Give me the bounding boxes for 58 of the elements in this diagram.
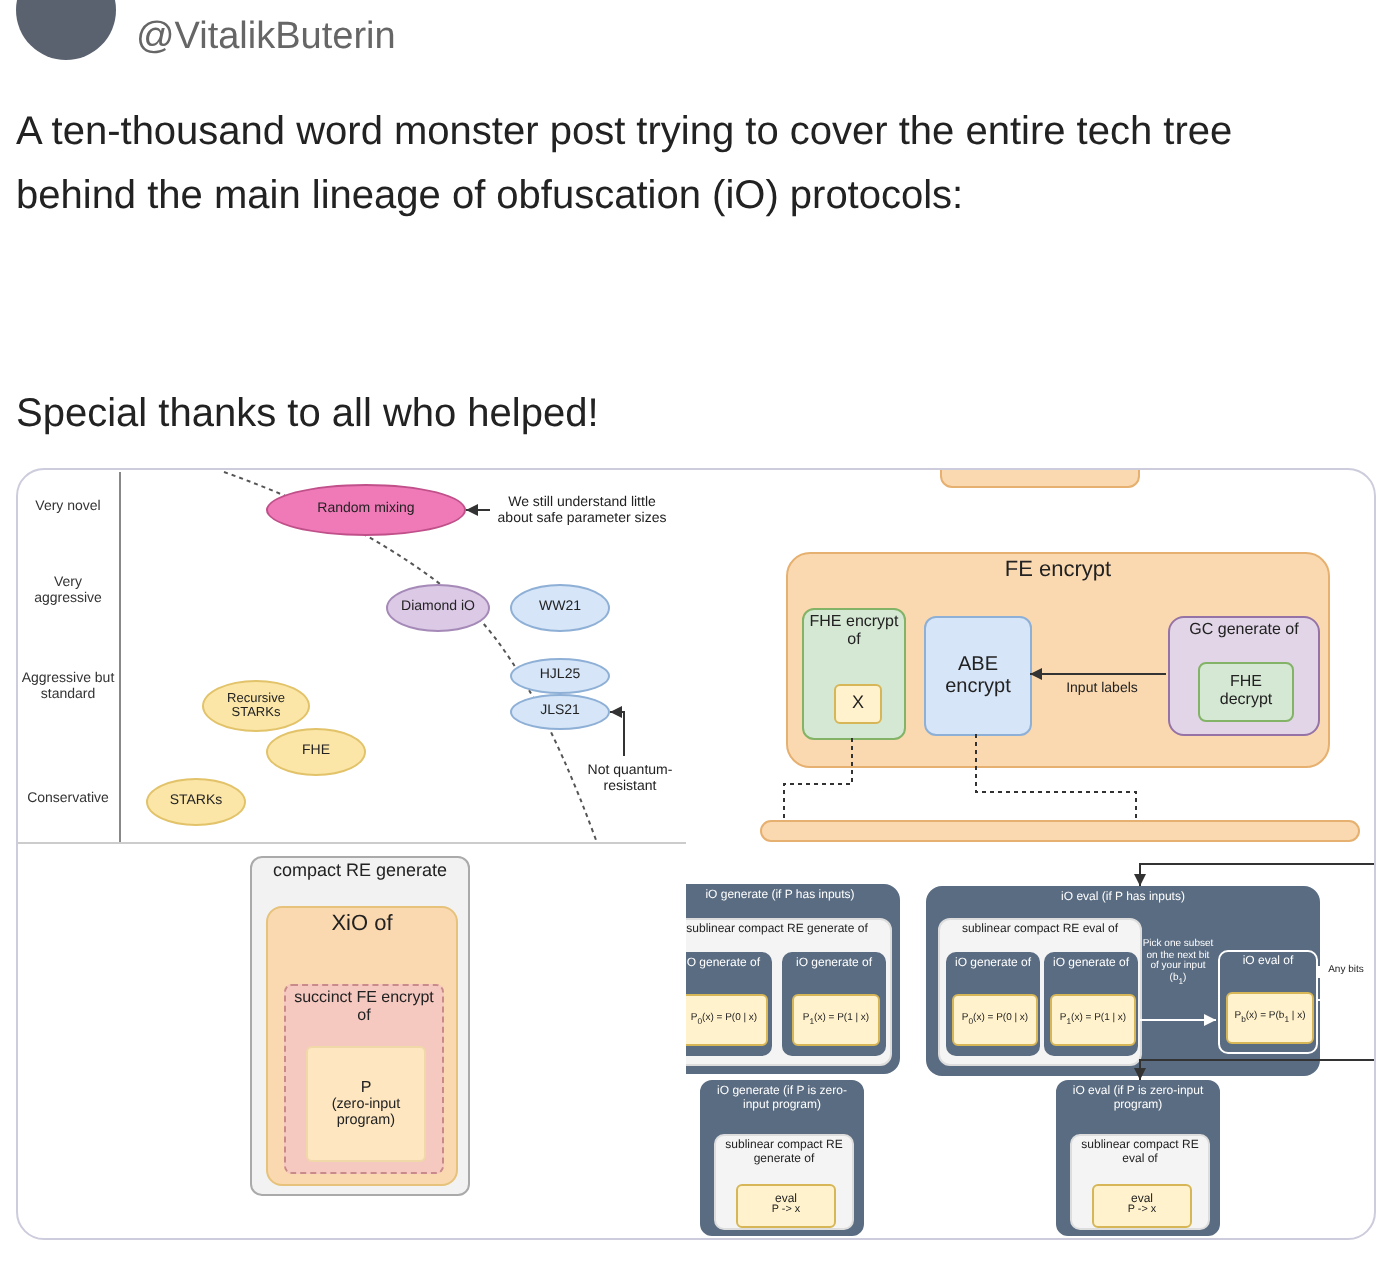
process-box bbox=[1198, 662, 1294, 722]
process-box bbox=[792, 994, 880, 1046]
arrow bbox=[1134, 863, 1375, 887]
process-box bbox=[924, 616, 1032, 736]
process-box bbox=[1218, 950, 1318, 1054]
process-box bbox=[782, 952, 886, 1056]
process-box bbox=[686, 884, 900, 1074]
process-box bbox=[686, 918, 892, 1066]
post-text: Special thanks to all who helped! bbox=[16, 390, 601, 438]
process-box bbox=[250, 856, 470, 1196]
node-label: P bbox=[360, 1079, 372, 1097]
process-box bbox=[1056, 1080, 1220, 1236]
process-box bbox=[952, 994, 1038, 1046]
ellipse-node bbox=[266, 728, 366, 776]
process-box bbox=[1226, 992, 1314, 1044]
process-box bbox=[306, 1046, 426, 1162]
process-box bbox=[946, 952, 1040, 1056]
process-box bbox=[802, 608, 906, 740]
process-box bbox=[1050, 994, 1136, 1046]
node-label: ABE encrypt bbox=[943, 654, 1013, 698]
process-box bbox=[786, 552, 1330, 768]
ellipse-node bbox=[146, 778, 246, 826]
process-box bbox=[700, 1080, 864, 1236]
ellipse-node bbox=[510, 694, 610, 730]
arrow bbox=[465, 504, 491, 516]
node-label: compact RE generate bbox=[272, 862, 448, 882]
process-box bbox=[1070, 1134, 1210, 1230]
node-label: FE encrypt bbox=[1004, 558, 1112, 583]
process-box bbox=[736, 1184, 836, 1228]
arrow bbox=[1134, 1059, 1375, 1081]
process-box bbox=[714, 1134, 854, 1230]
ellipse-node bbox=[202, 680, 310, 732]
arrow bbox=[1139, 1014, 1217, 1026]
node-label: GC generate of bbox=[1189, 622, 1299, 640]
process-box bbox=[834, 684, 882, 724]
ellipse-node bbox=[266, 484, 466, 536]
process-box bbox=[1044, 952, 1138, 1056]
arrow bbox=[609, 706, 625, 757]
process-box bbox=[1092, 1184, 1192, 1228]
node-label: FHE decrypt bbox=[1217, 674, 1275, 710]
cut-off-box bbox=[760, 820, 1360, 842]
user-handle: @VitalikButerin bbox=[136, 16, 398, 62]
process-box bbox=[686, 994, 768, 1046]
process-box bbox=[1168, 616, 1320, 736]
ellipse-node bbox=[510, 584, 610, 632]
arrow bbox=[1029, 668, 1167, 680]
post-text: A ten-thousand word monster post trying to cover the entire tech tree behind the main lineage of obfuscation (iO) protocols: bbox=[16, 108, 1235, 222]
process-box bbox=[938, 918, 1142, 1066]
node-label: XiO of bbox=[331, 912, 393, 937]
process-box bbox=[284, 984, 444, 1174]
ellipse-node bbox=[386, 584, 490, 632]
process-box bbox=[266, 906, 458, 1186]
ellipse-node bbox=[510, 658, 610, 694]
process-box bbox=[686, 952, 772, 1056]
node-label: X bbox=[851, 694, 864, 714]
process-box bbox=[926, 886, 1320, 1076]
node-label: succinct FE encrypt of bbox=[292, 990, 436, 1026]
node-label: FHE encrypt of bbox=[808, 614, 900, 650]
